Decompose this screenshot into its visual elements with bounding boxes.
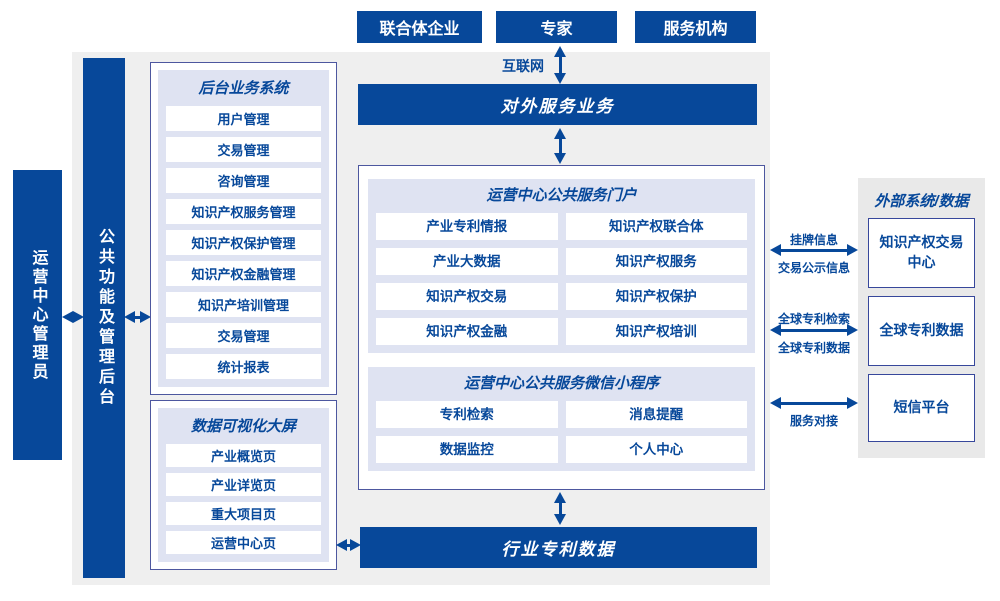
- portal-item: 知识产权培训: [565, 318, 747, 345]
- actor-box-consortium: 联合体企业: [357, 11, 482, 43]
- backend-system-inner: 后台业务系统 用户管理 交易管理 咨询管理 知识产权服务管理 知识产权保护管理 …: [158, 70, 329, 387]
- backend-item: 知识产权金融管理: [166, 261, 321, 286]
- wechat-miniprogram-section: 运营中心公共服务微信小程序 专利检索 消息提醒 数据监控 个人中心: [368, 367, 755, 471]
- double-arrow-vertical-icon: [554, 46, 566, 84]
- double-arrow-horizontal-icon: [770, 324, 858, 336]
- backend-system-panel: 后台业务系统 用户管理 交易管理 咨询管理 知识产权服务管理 知识产权保护管理 …: [150, 62, 337, 395]
- internet-label: 互联网: [502, 58, 544, 74]
- external-system-sms-platform: 短信平台: [868, 374, 975, 442]
- double-arrow-horizontal-icon: [770, 244, 858, 256]
- external-system-ip-trade-center: 知识产权交易中心: [868, 218, 975, 288]
- data-visualization-panel: 数据可视化大屏 产业概览页 产业详览页 重大项目页 运营中心页: [150, 400, 337, 570]
- dashboard-item: 产业概览页: [166, 444, 321, 467]
- data-visualization-inner: 数据可视化大屏 产业概览页 产业详览页 重大项目页 运营中心页: [158, 408, 329, 562]
- common-backend-bar: 公共功能及管理后台: [83, 58, 125, 578]
- double-arrow-horizontal-icon: [770, 397, 858, 409]
- backend-item: 咨询管理: [166, 168, 321, 193]
- link-label-service-connection: 服务对接: [789, 414, 838, 428]
- miniprogram-grid: 专利检索 消息提醒 数据监控 个人中心: [376, 401, 747, 463]
- dashboard-item: 重大项目页: [166, 502, 321, 525]
- portal-item: 知识产权金融: [376, 318, 558, 345]
- backend-item: 交易管理: [166, 137, 321, 162]
- backend-item: 知识产权保护管理: [166, 230, 321, 255]
- external-systems-title: 外部系统/数据: [874, 193, 969, 210]
- backend-item: 统计报表: [166, 354, 321, 379]
- backend-item: 交易管理: [166, 323, 321, 348]
- actor-box-expert: 专家: [496, 11, 617, 43]
- portal-item: 产业专利情报: [376, 213, 558, 240]
- link-label-trade-publicity-info: 交易公示信息: [777, 261, 850, 275]
- data-visualization-title: 数据可视化大屏: [190, 418, 296, 435]
- backend-item: 用户管理: [166, 106, 321, 131]
- portal-item: 知识产权保护: [565, 283, 747, 310]
- double-arrow-horizontal-icon: [124, 311, 151, 323]
- double-arrow-horizontal-icon: [336, 539, 361, 551]
- actor-box-service-org: 服务机构: [635, 11, 756, 43]
- dashboard-item: 运营中心页: [166, 531, 321, 554]
- double-arrow-horizontal-icon: [62, 311, 84, 323]
- portal-item: 产业大数据: [376, 248, 558, 275]
- center-services-panel: 运营中心公共服务门户 产业专利情报 知识产权联合体 产业大数据 知识产权服务 知…: [358, 165, 765, 490]
- dashboard-item: 产业详览页: [166, 473, 321, 496]
- backend-item: 知识产权服务管理: [166, 199, 321, 224]
- miniprogram-item: 专利检索: [376, 401, 558, 428]
- double-arrow-vertical-icon: [554, 492, 566, 525]
- link-label-global-patent-data: 全球专利数据: [777, 341, 850, 355]
- link-label-global-patent-search: 全球专利检索: [777, 312, 850, 326]
- industry-patent-data-bar: 行业专利数据: [360, 527, 757, 568]
- external-service-bar: 对外服务业务: [358, 84, 757, 125]
- ops-center-admin-bar: 运营中心管理员: [13, 170, 62, 460]
- double-arrow-vertical-icon: [554, 128, 566, 164]
- portal-grid: 产业专利情报 知识产权联合体 产业大数据 知识产权服务 知识产权交易 知识产权保…: [376, 213, 747, 345]
- link-label-listing-info: 挂牌信息: [789, 233, 838, 247]
- portal-item: 知识产权联合体: [565, 213, 747, 240]
- portal-item: 知识产权服务: [565, 248, 747, 275]
- miniprogram-item: 个人中心: [565, 436, 747, 463]
- miniprogram-item: 数据监控: [376, 436, 558, 463]
- miniprogram-item: 消息提醒: [565, 401, 747, 428]
- backend-system-title: 后台业务系统: [198, 80, 289, 97]
- portal-item: 知识产权交易: [376, 283, 558, 310]
- external-system-global-patent-data: 全球专利数据: [868, 296, 975, 366]
- miniprogram-title: 运营中心公共服务微信小程序: [463, 375, 659, 392]
- portal-title: 运营中心公共服务门户: [486, 187, 637, 204]
- backend-item: 知识产培训管理: [166, 292, 321, 317]
- public-service-portal-section: 运营中心公共服务门户 产业专利情报 知识产权联合体 产业大数据 知识产权服务 知…: [368, 179, 755, 353]
- external-systems-panel: 外部系统/数据 知识产权交易中心 全球专利数据 短信平台: [858, 178, 985, 458]
